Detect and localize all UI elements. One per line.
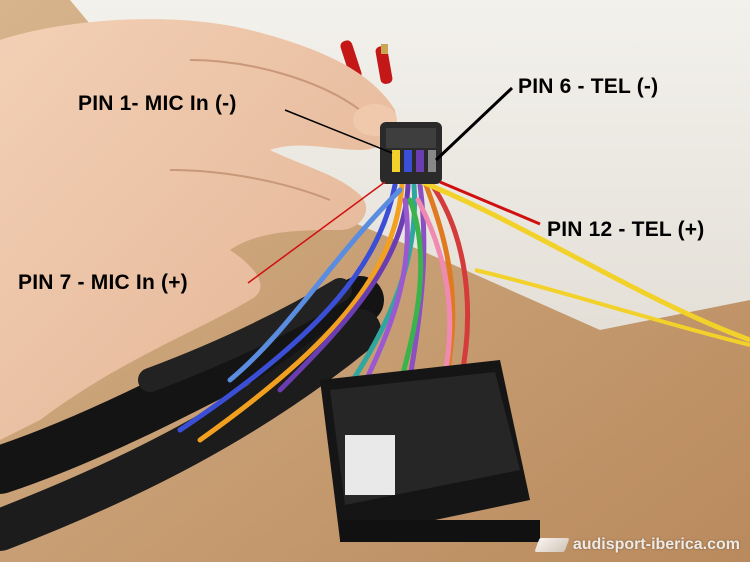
crimp-connectors (340, 40, 393, 84)
watermark-logo-icon (534, 538, 570, 552)
pin12-label: PIN 12 - TEL (+) (547, 218, 705, 241)
plug-housing (320, 360, 540, 542)
pin7-pointer-line (247, 181, 386, 284)
pin6-label: PIN 6 - TEL (-) (518, 75, 659, 98)
pin12-pointer-line (439, 180, 541, 226)
pin1-pointer-line (284, 109, 393, 154)
watermark-text: audisport-iberica.com (572, 536, 740, 553)
small-connector (380, 122, 442, 184)
pin6-pointer-line (434, 86, 514, 162)
pin7-label: PIN 7 - MIC In (+) (18, 271, 188, 294)
yellow-wire-loop (474, 268, 750, 347)
pin1-label: PIN 1- MIC In (-) (78, 92, 237, 115)
watermark: audisport-iberica.com (534, 536, 740, 554)
yellow-wire (411, 175, 750, 343)
